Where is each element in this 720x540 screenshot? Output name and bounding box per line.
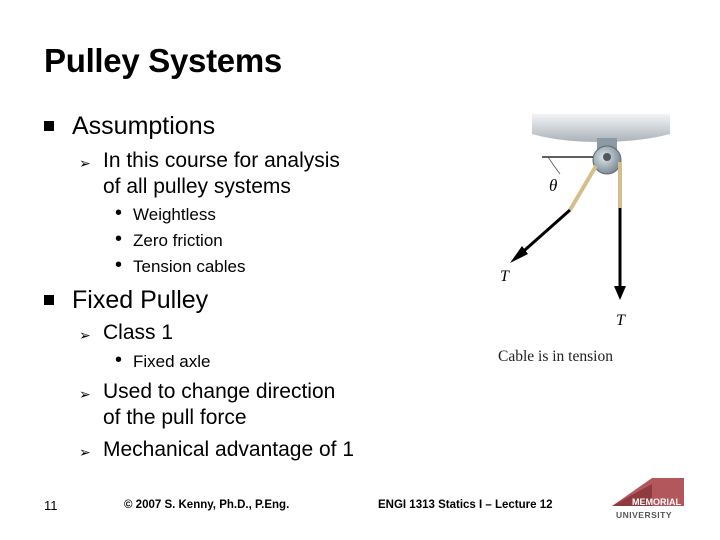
bullet-analysis: ➢ In this course for analysis of all pul… xyxy=(79,148,340,200)
bullet-change-direction-line1: Used to change direction xyxy=(103,380,336,403)
bullet-fixed-axle: • Fixed axle xyxy=(115,350,211,372)
bullet-assumptions: Assumptions xyxy=(44,112,216,141)
bullet-analysis-line1: In this course for analysis xyxy=(103,149,340,172)
bullet-assumptions-text: Assumptions xyxy=(72,112,216,140)
arrow-bullet-icon: ➢ xyxy=(79,387,91,403)
bullet-class1: ➢ Class 1 xyxy=(79,320,174,346)
arrow-head-left-icon xyxy=(510,246,528,263)
footer-course: ENGI 1313 Statics I – Lecture 12 xyxy=(378,499,553,511)
theta-label: θ xyxy=(549,176,557,195)
bullet-change-direction-line2: of the pull force xyxy=(103,406,247,429)
arrow-bullet-icon: ➢ xyxy=(79,445,91,461)
dot-bullet-icon: • xyxy=(115,254,123,276)
bullet-analysis-line2: of all pulley systems xyxy=(103,175,291,198)
bullet-change-direction: ➢ Used to change direction of the pull f… xyxy=(79,379,336,431)
pulley-diagram: θ T T Cable is in tension xyxy=(498,114,670,365)
bullet-class1-text: Class 1 xyxy=(103,321,174,344)
bullet-fixed-axle-text: Fixed axle xyxy=(133,352,211,371)
memorial-university-logo: MEMORIAL UNIVERSITY xyxy=(612,476,684,522)
dot-bullet-icon: • xyxy=(115,202,123,224)
logo-mark: MEMORIAL UNIVERSITY xyxy=(612,478,684,520)
bullet-weightless-text: Weightless xyxy=(133,205,216,224)
bullet-mechanical-advantage: ➢ Mechanical advantage of 1 xyxy=(79,437,355,463)
tension-arrow-left xyxy=(516,208,571,259)
arrow-head-down-icon xyxy=(614,286,626,300)
dot-bullet-icon: • xyxy=(115,349,123,371)
figure-caption: Cable is in tension xyxy=(498,348,613,365)
dot-bullet-icon: • xyxy=(115,228,123,250)
angle-arc xyxy=(547,156,561,175)
bullet-tension-cables: • Tension cables xyxy=(115,255,246,277)
square-bullet-icon xyxy=(44,295,54,305)
arrow-bullet-icon: ➢ xyxy=(79,156,91,172)
bullet-mechanical-advantage-text: Mechanical advantage of 1 xyxy=(103,438,355,461)
tension-label-down: T xyxy=(616,312,626,329)
square-bullet-icon xyxy=(44,121,54,131)
bullet-zero-friction-text: Zero friction xyxy=(133,231,223,250)
tension-label-left: T xyxy=(500,268,510,285)
arrow-bullet-icon: ➢ xyxy=(79,328,91,344)
bullet-fixed-pulley: Fixed Pulley xyxy=(44,286,209,315)
page-number: 11 xyxy=(44,498,58,513)
logo-wedge-dark xyxy=(612,484,652,506)
bullet-weightless: • Weightless xyxy=(115,203,216,225)
ceiling-plate xyxy=(532,114,670,142)
logo-text-memorial: MEMORIAL xyxy=(632,497,681,507)
slide-title: Pulley Systems xyxy=(44,42,282,79)
pulley-figure: θ T T Cable is in tension xyxy=(480,100,670,370)
pulley-axle xyxy=(603,153,611,161)
logo-text-university: UNIVERSITY xyxy=(616,510,672,520)
cable-left xyxy=(568,164,598,212)
footer-copyright: © 2007 S. Kenny, Ph.D., P.Eng. xyxy=(124,499,290,511)
bullet-fixed-pulley-text: Fixed Pulley xyxy=(72,286,209,314)
bullet-zero-friction: • Zero friction xyxy=(115,229,223,251)
bullet-tension-cables-text: Tension cables xyxy=(133,257,246,276)
